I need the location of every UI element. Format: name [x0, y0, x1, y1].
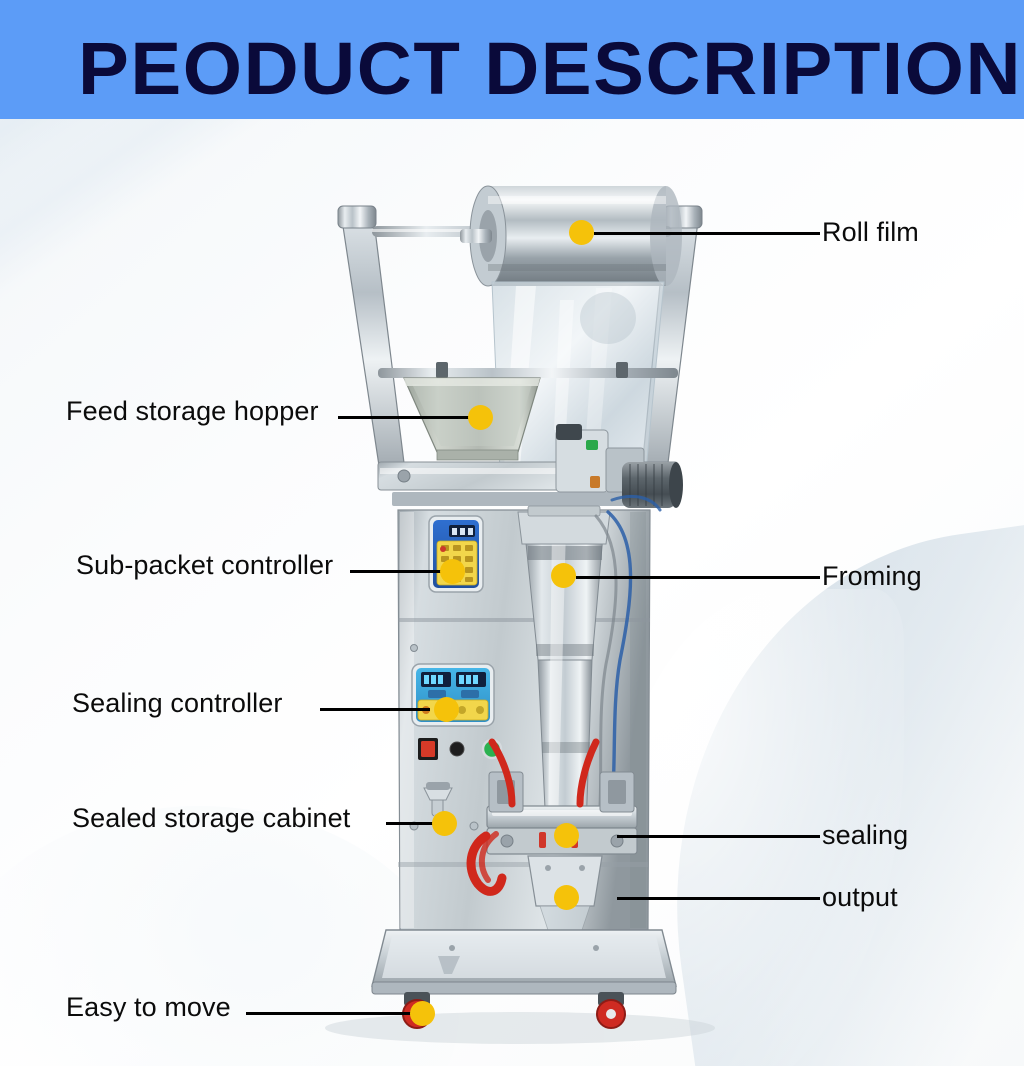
leader-line-sealing-controller [320, 708, 430, 711]
marker-dot-sealed-storage-cabinet [432, 811, 457, 836]
machine-platform [377, 461, 679, 506]
callout-label-froming: Froming [822, 561, 922, 591]
machine-shadow [325, 1012, 715, 1044]
marker-dot-easy-to-move [410, 1001, 435, 1026]
output-chute [527, 855, 603, 937]
callout-label-sub-packet-controller: Sub-packet controller [76, 550, 334, 580]
leader-line-froming [700, 576, 820, 579]
air-tubing [594, 494, 662, 810]
marker-dot-output [554, 885, 579, 910]
callout-label-roll-film: Roll film [822, 217, 919, 247]
leader-line-output [617, 897, 820, 900]
feed-storage-hopper-part [403, 377, 541, 461]
page-title: PEODUCT DESCRIPTION [78, 27, 1023, 110]
marker-dot-sub-packet-controller [440, 559, 465, 584]
mid-cross-beam [378, 362, 678, 378]
marker-dot-froming [551, 563, 576, 588]
leader-line-easy-to-move [246, 1012, 426, 1015]
callout-label-sealing: sealing [822, 820, 909, 850]
leader-line-sub-packet-controller [350, 570, 450, 573]
leader-line-sealed-storage-cabinet [386, 822, 446, 825]
red-hoses [466, 738, 600, 896]
drive-motor [555, 424, 683, 508]
leader-line-froming-inner [576, 576, 702, 579]
marker-dot-roll-film [569, 220, 594, 245]
callout-label-output: output [822, 882, 898, 912]
callout-label-feed-storage-hopper: Feed storage hopper [66, 396, 319, 426]
marker-dot-sealing [554, 823, 579, 848]
leader-line-roll-film-inner [594, 232, 702, 235]
marker-dot-sealing-controller [434, 697, 459, 722]
callout-label-sealed-storage-cabinet: Sealed storage cabinet [72, 803, 351, 833]
leader-line-feed-storage-hopper [338, 416, 480, 419]
marker-dot-feed-storage-hopper [468, 405, 493, 430]
callout-label-sealing-controller: Sealing controller [72, 688, 283, 718]
leader-line-roll-film [700, 232, 820, 235]
base-tray [371, 929, 677, 995]
leader-line-sealing [617, 835, 820, 838]
header-banner: PEODUCT DESCRIPTION [0, 0, 1024, 119]
callout-label-easy-to-move: Easy to move [66, 992, 231, 1022]
